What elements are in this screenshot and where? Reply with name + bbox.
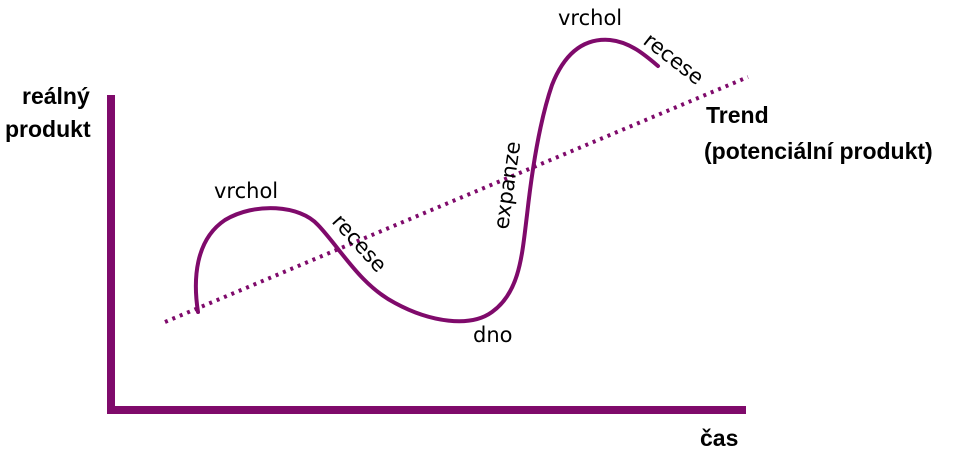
trough-label: dno xyxy=(473,323,513,347)
x-axis-label: čas xyxy=(700,425,738,451)
trend-label-line1: Trend xyxy=(706,102,769,128)
trend-line xyxy=(164,75,749,324)
trend-label-line2: (potenciální produkt) xyxy=(704,138,933,164)
expansion-label: expanze xyxy=(489,140,525,231)
y-axis-label-line2: produkt xyxy=(5,116,91,142)
business-cycle-curve xyxy=(193,37,660,324)
peak-label-2: vrchol xyxy=(558,6,622,30)
peak-label-1: vrchol xyxy=(214,179,278,203)
y-axis-label-line1: reálný xyxy=(22,83,90,109)
recession-label-1: recese xyxy=(327,209,391,277)
